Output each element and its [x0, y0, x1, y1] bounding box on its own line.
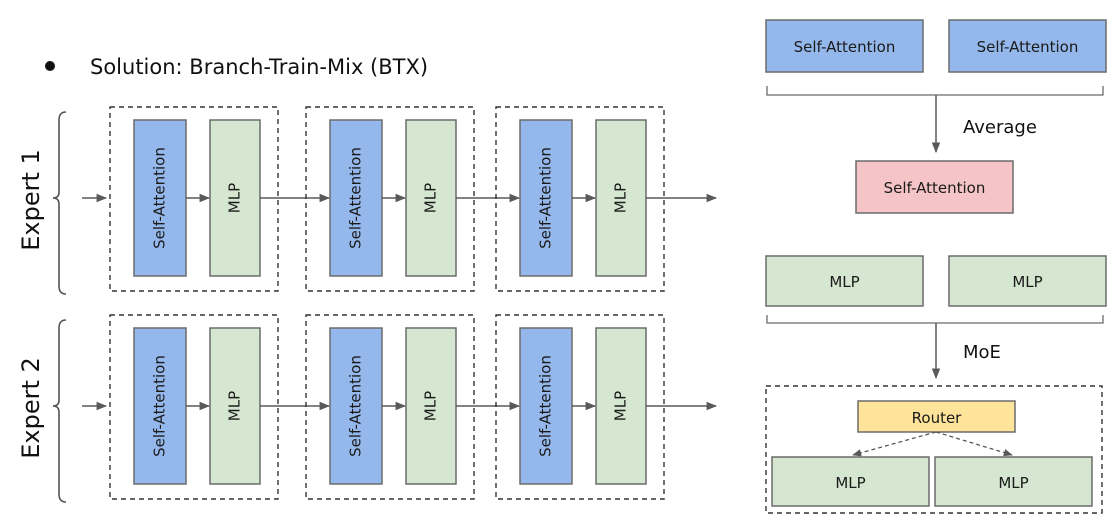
- self-attention-label: Self-Attention: [537, 355, 555, 457]
- block-outline: [305, 106, 475, 292]
- mlp-box: MLP: [209, 327, 261, 485]
- moe-expert-2-label: MLP: [998, 474, 1028, 492]
- moe-expert-1: MLP: [771, 456, 930, 507]
- mlp-box: MLP: [595, 119, 647, 277]
- transformer-block: Self-Attention MLP: [305, 106, 475, 292]
- attention-input-2-label: Self-Attention: [977, 38, 1079, 56]
- router: Router: [857, 400, 1016, 433]
- merge-panel: Self-Attention Self-Attention Average Se…: [765, 19, 1107, 514]
- mlp-box: MLP: [405, 119, 457, 277]
- moe-expert-1-label: MLP: [835, 474, 865, 492]
- mlp-box: MLP: [595, 327, 647, 485]
- self-attention-box: Self-Attention: [519, 119, 573, 277]
- attention-input-1-label: Self-Attention: [794, 38, 896, 56]
- block-outline: [109, 106, 279, 292]
- self-attention-box: Self-Attention: [329, 327, 383, 485]
- moe-block: [765, 385, 1103, 514]
- self-attention-label: Self-Attention: [347, 147, 365, 249]
- mlp-label: MLP: [226, 183, 244, 213]
- mlp-label: MLP: [612, 183, 630, 213]
- brace-icon: [52, 111, 67, 295]
- moe-expert-2: MLP: [934, 456, 1093, 507]
- expert-label: Expert 1: [17, 149, 45, 251]
- router-label: Router: [912, 409, 963, 427]
- expert-row: Expert 1 Self-Attention MLP Self-Attention M…: [17, 106, 718, 295]
- self-attention-label: Self-Attention: [347, 355, 365, 457]
- self-attention-box: Self-Attention: [329, 119, 383, 277]
- mlp-label: MLP: [422, 183, 440, 213]
- self-attention-label: Self-Attention: [151, 355, 169, 457]
- block-outline: [109, 314, 279, 500]
- block-outline: [495, 314, 665, 500]
- brace-icon: [52, 319, 67, 503]
- mlp-box: MLP: [209, 119, 261, 277]
- mlp-box: MLP: [405, 327, 457, 485]
- transformer-block: Self-Attention MLP: [305, 314, 475, 500]
- transformer-block: Self-Attention MLP: [109, 314, 279, 500]
- transformer-block: Self-Attention MLP: [495, 106, 665, 292]
- expert-label: Expert 2: [17, 357, 45, 459]
- attention-input-1: Self-Attention: [765, 19, 924, 73]
- self-attention-box: Self-Attention: [133, 327, 187, 485]
- moe-label: MoE: [963, 342, 1001, 363]
- mlp-input-1: MLP: [765, 255, 924, 307]
- attention-input-2: Self-Attention: [948, 19, 1107, 73]
- router-arrow-1: [852, 431, 937, 457]
- mlp-input-2-label: MLP: [1012, 273, 1042, 291]
- transformer-block: Self-Attention MLP: [495, 314, 665, 500]
- mlp-label: MLP: [422, 391, 440, 421]
- self-attention-label: Self-Attention: [537, 147, 555, 249]
- mlp-bracket: [766, 315, 1104, 324]
- router-arrow-2: [935, 431, 1013, 457]
- expert-row: Expert 2 Self-Attention MLP Self-Attention M…: [17, 314, 718, 503]
- block-outline: [495, 106, 665, 292]
- mlp-input-1-label: MLP: [829, 273, 859, 291]
- mlp-label: MLP: [226, 391, 244, 421]
- self-attention-box: Self-Attention: [133, 119, 187, 277]
- transformer-block: Self-Attention MLP: [109, 106, 279, 292]
- block-outline: [305, 314, 475, 500]
- title-text: Solution: Branch-Train-Mix (BTX): [90, 55, 428, 79]
- self-attention-label: Self-Attention: [151, 147, 169, 249]
- average-label: Average: [963, 117, 1037, 138]
- mlp-input-2: MLP: [948, 255, 1107, 307]
- bullet-icon: [45, 61, 55, 71]
- averaged-attention: Self-Attention: [855, 160, 1014, 214]
- averaged-attention-label: Self-Attention: [884, 179, 986, 197]
- self-attention-box: Self-Attention: [519, 327, 573, 485]
- mlp-label: MLP: [612, 391, 630, 421]
- attention-bracket: [766, 86, 1104, 96]
